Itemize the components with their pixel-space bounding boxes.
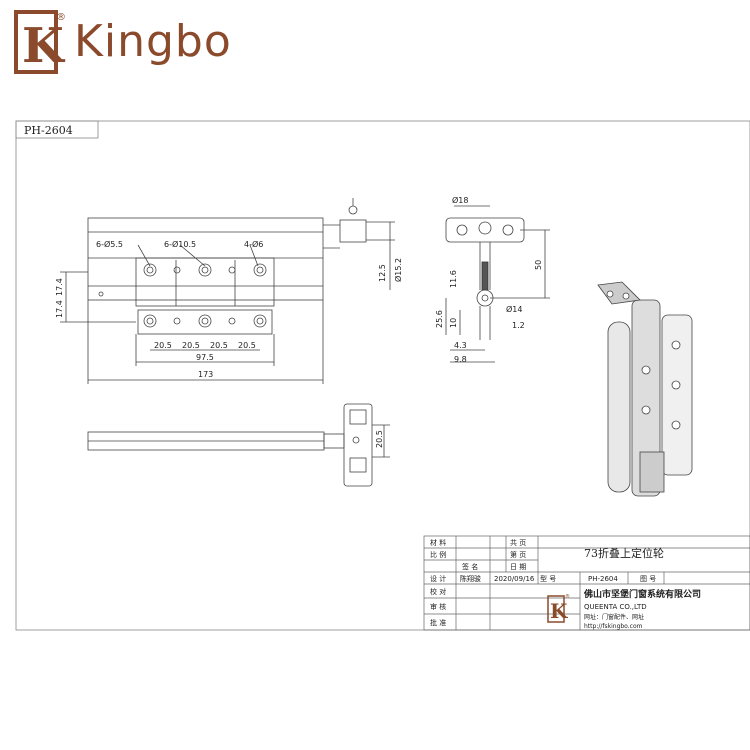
tb-review: 审 核 xyxy=(430,602,446,611)
hole-4 xyxy=(228,266,236,274)
svg-text:K: K xyxy=(550,599,568,623)
svg-text:K: K xyxy=(22,18,66,74)
brand-logo: K ® Kingbo xyxy=(14,10,231,80)
bottom-bracket xyxy=(343,403,373,487)
front-lower-plate xyxy=(137,309,273,335)
dim-6-d10-5: 6-Ø10.5 xyxy=(164,239,196,249)
dim-17-4-a: 17.4 xyxy=(55,300,64,318)
iso-top-bracket xyxy=(597,281,641,305)
hole-7 xyxy=(173,317,181,325)
front-plate xyxy=(135,257,275,307)
title-block xyxy=(423,535,750,631)
tb-company-cn: 佛山市坚堡门窗系统有限公司 xyxy=(583,588,701,600)
dim-97-5: 97.5 xyxy=(196,353,214,362)
iso-body xyxy=(631,299,661,497)
tb-url: http://fskingbo.com xyxy=(584,623,643,630)
tb-company-en: QUEENTA CO.,LTD xyxy=(584,603,647,611)
hole-8 xyxy=(198,314,212,328)
dim-d18: Ø18 xyxy=(452,195,468,205)
dim-9-8: 9.8 xyxy=(454,355,467,364)
dim-d14: Ø14 xyxy=(506,304,522,314)
svg-text:®: ® xyxy=(56,12,66,23)
hole-5 xyxy=(253,263,267,277)
front-body-outline xyxy=(87,217,324,301)
tb-check: 校 对 xyxy=(430,587,446,596)
front-view xyxy=(60,217,340,384)
bottom-view xyxy=(87,403,390,487)
hole-3 xyxy=(198,263,212,277)
dim-10: 10 xyxy=(449,318,458,328)
tb-material: 材 料 xyxy=(430,538,446,547)
svg-text:®: ® xyxy=(565,593,570,600)
hole-6 xyxy=(143,314,157,328)
brand-name: Kingbo xyxy=(74,16,232,67)
dim-6-d5-5: 6-Ø5.5 xyxy=(96,239,123,249)
drawing-frame xyxy=(15,120,750,631)
dim-pitch-4: 20.5 xyxy=(238,341,256,350)
tb-sign: 签 名 xyxy=(462,562,478,571)
tb-drawing-no-label: 图 号 xyxy=(640,575,656,583)
side-spring xyxy=(481,261,489,291)
dim-50: 50 xyxy=(534,260,543,270)
hole-10 xyxy=(253,314,267,328)
hole-9 xyxy=(228,317,236,325)
dim-173: 173 xyxy=(198,370,213,379)
tb-model: PH-2604 xyxy=(588,575,618,583)
dim-d15-2: Ø15.2 xyxy=(393,258,403,282)
dim-4-3: 4.3 xyxy=(454,341,467,350)
tb-approve: 批 准 xyxy=(430,618,446,627)
tb-date: 2020/09/16 xyxy=(494,575,535,583)
iso-rod xyxy=(607,321,631,493)
hole-2 xyxy=(173,266,181,274)
dim-17-4-b: 17.4 xyxy=(55,278,64,296)
tb-total-pages: 共 页 xyxy=(510,538,526,547)
dim-bottom: 20.5 xyxy=(375,430,384,448)
drawing-code: PH-2604 xyxy=(24,124,73,137)
tb-scale: 比 例 xyxy=(430,550,446,559)
dim-4-d6: 4-Ø6 xyxy=(244,239,263,249)
dim-pitch-1: 20.5 xyxy=(154,341,172,350)
tb-logo-icon: K ® xyxy=(547,593,570,623)
dim-1-2: 1.2 xyxy=(512,321,525,330)
tb-products: 网址：门窗配件、网址 xyxy=(584,613,644,621)
tb-designer: 陈翔骏 xyxy=(460,574,481,583)
dim-pitch-3: 20.5 xyxy=(210,341,228,350)
front-end-roller xyxy=(339,198,395,290)
kingbo-logo-icon: K ® xyxy=(14,10,66,74)
dim-12-5: 12.5 xyxy=(378,264,387,282)
dim-25-6: 25.6 xyxy=(435,310,444,328)
tb-design: 设 计 xyxy=(430,574,446,583)
dim-11-6: 11.6 xyxy=(449,270,458,288)
tb-product-name: 73折叠上定位轮 xyxy=(584,546,664,560)
tb-page: 第 页 xyxy=(510,550,526,559)
iso-plate xyxy=(661,314,693,476)
tb-date-label: 日 期 xyxy=(510,563,526,571)
tb-model-label: 型 号 xyxy=(540,574,556,583)
isometric-view xyxy=(597,281,693,497)
side-view xyxy=(445,205,550,363)
code-box xyxy=(15,120,99,139)
dim-pitch-2: 20.5 xyxy=(182,341,200,350)
hole-1 xyxy=(143,263,157,277)
